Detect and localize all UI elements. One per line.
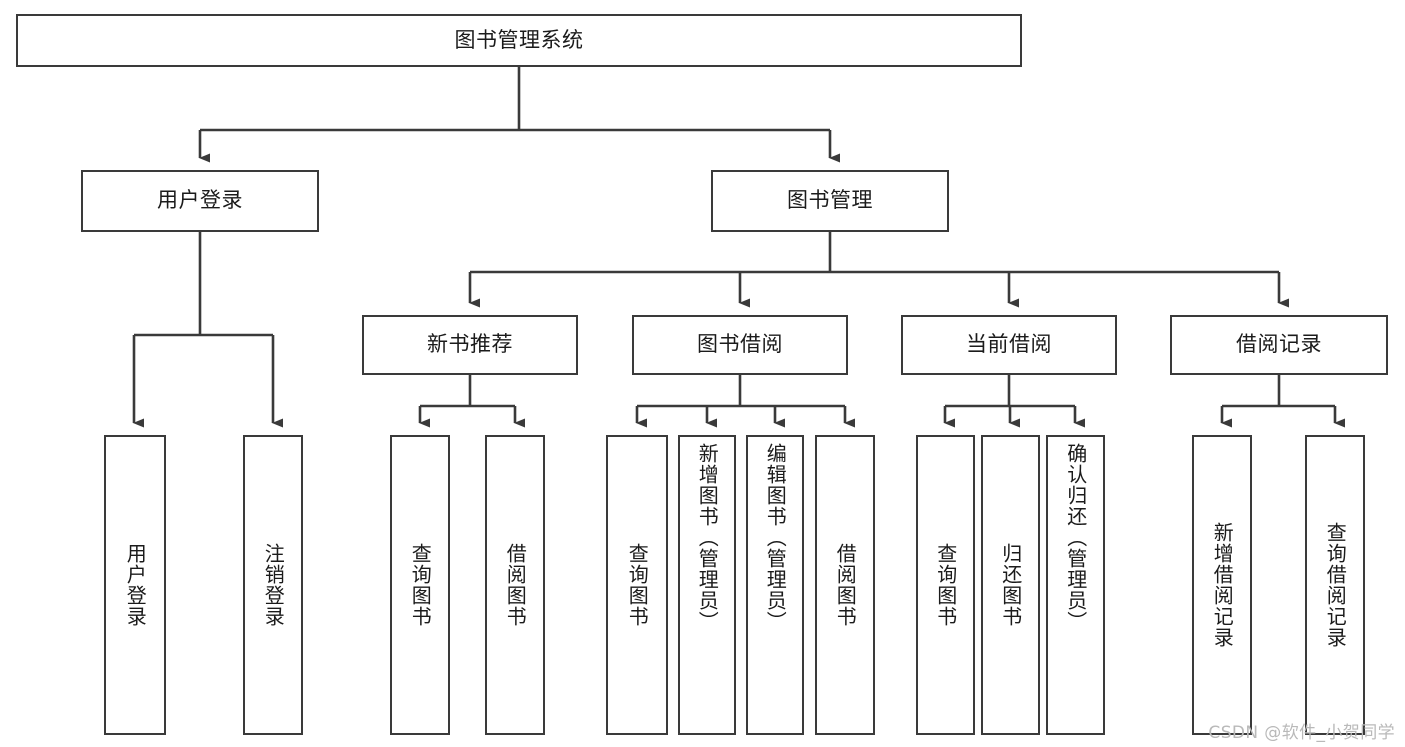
node-leaf-add-book-label: 新增图书（管理员） [695, 443, 720, 632]
node-leaf-query-book-3-label: 查询图书 [933, 543, 958, 627]
node-book-borrow[interactable]: 图书借阅 [632, 315, 848, 375]
node-user-login[interactable]: 用户登录 [81, 170, 319, 232]
node-leaf-query-book-1[interactable]: 查询图书 [390, 435, 450, 735]
node-leaf-return-book-label: 归还图书 [998, 543, 1023, 627]
node-current-borrow[interactable]: 当前借阅 [901, 315, 1117, 375]
node-leaf-borrow-book-2-label: 借阅图书 [833, 543, 858, 627]
node-user-login-label: 用户登录 [157, 188, 243, 213]
node-book-manage-label: 图书管理 [787, 188, 873, 213]
node-leaf-query-book-3[interactable]: 查询图书 [916, 435, 975, 735]
node-leaf-query-book-1-label: 查询图书 [408, 543, 433, 627]
node-leaf-query-book-2-label: 查询图书 [625, 543, 650, 627]
node-leaf-add-record-label: 新增借阅记录 [1210, 522, 1235, 648]
node-leaf-borrow-book-2[interactable]: 借阅图书 [815, 435, 875, 735]
node-leaf-logout[interactable]: 注销登录 [243, 435, 303, 735]
node-leaf-borrow-book-1-label: 借阅图书 [503, 543, 528, 627]
node-leaf-edit-book[interactable]: 编辑图书（管理员） [746, 435, 804, 735]
node-leaf-add-record[interactable]: 新增借阅记录 [1192, 435, 1252, 735]
node-borrow-record[interactable]: 借阅记录 [1170, 315, 1388, 375]
node-root-label: 图书管理系统 [454, 27, 584, 52]
node-leaf-edit-book-label: 编辑图书（管理员） [763, 443, 788, 632]
node-leaf-user-login[interactable]: 用户登录 [104, 435, 166, 735]
node-borrow-record-label: 借阅记录 [1236, 332, 1322, 357]
node-leaf-query-record-label: 查询借阅记录 [1323, 522, 1348, 648]
node-new-book-recommend-label: 新书推荐 [427, 332, 513, 357]
node-leaf-confirm-return[interactable]: 确认归还（管理员） [1046, 435, 1105, 735]
node-leaf-confirm-return-label: 确认归还（管理员） [1063, 443, 1088, 632]
node-leaf-logout-label: 注销登录 [261, 543, 286, 627]
node-root[interactable]: 图书管理系统 [16, 14, 1022, 67]
node-leaf-borrow-book-1[interactable]: 借阅图书 [485, 435, 545, 735]
node-book-manage[interactable]: 图书管理 [711, 170, 949, 232]
node-leaf-query-book-2[interactable]: 查询图书 [606, 435, 668, 735]
node-leaf-add-book[interactable]: 新增图书（管理员） [678, 435, 736, 735]
node-leaf-query-record[interactable]: 查询借阅记录 [1305, 435, 1365, 735]
node-leaf-return-book[interactable]: 归还图书 [981, 435, 1040, 735]
node-new-book-recommend[interactable]: 新书推荐 [362, 315, 578, 375]
node-leaf-user-login-label: 用户登录 [123, 543, 148, 627]
watermark-text: CSDN @软件_小贺同学 [1208, 723, 1395, 743]
node-current-borrow-label: 当前借阅 [966, 332, 1052, 357]
node-book-borrow-label: 图书借阅 [697, 332, 783, 357]
